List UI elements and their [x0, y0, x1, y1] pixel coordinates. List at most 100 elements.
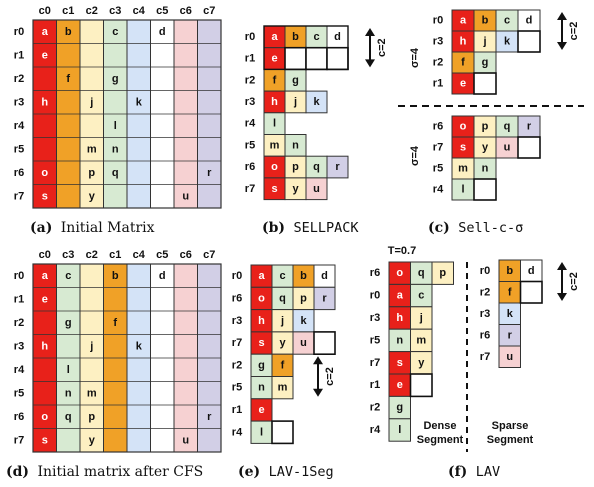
c-top-cell-g: g	[482, 57, 489, 69]
e-row-label: r3	[232, 315, 242, 327]
b-cell-g: g	[292, 74, 299, 86]
e-c2-arrow-head-down	[313, 388, 323, 397]
f-sparse-cell-b: b	[506, 265, 513, 277]
f-sparse-cell-u: u	[506, 351, 513, 363]
a-cell-h: h	[41, 96, 48, 108]
f-dense-cell-c: c	[418, 290, 424, 302]
caption-a: (a) Initial Matrix	[30, 219, 155, 236]
b-c2-arrow-label: c=2	[376, 38, 388, 57]
f-dense-cell-p: p	[439, 267, 446, 279]
b-cell-r: r	[335, 161, 340, 173]
d-cell-j: j	[89, 340, 93, 352]
b-cell-p: p	[292, 161, 299, 173]
b-cell-y: y	[292, 183, 299, 195]
b-c2-arrow-head-down	[365, 59, 375, 68]
a-row-label: r7	[14, 190, 24, 202]
e-cell-d: d	[321, 270, 328, 282]
f-sparse-cell-box-u	[498, 345, 521, 368]
f-pad-r1	[409, 373, 433, 398]
e-cell-y: y	[279, 337, 286, 349]
e-cell-n: n	[258, 382, 265, 394]
f-dense-cell-e: e	[397, 379, 403, 391]
f-dense-cell-g: g	[396, 402, 403, 414]
d-col-header: c5	[156, 249, 168, 261]
f-sparse-row-label: r0	[480, 265, 490, 277]
c-bot-cell-o: o	[460, 121, 467, 133]
c-bot-cell-m: m	[458, 163, 468, 175]
c-pad-r4	[473, 178, 497, 201]
f-c2-arrow-head-down	[557, 293, 567, 301]
a-cell-f: f	[66, 73, 70, 85]
d-cell-l: l	[67, 364, 70, 376]
c-bot-cell-r: r	[527, 121, 532, 133]
c-top-cell-d: d	[526, 15, 533, 27]
a-cell-l: l	[114, 120, 117, 132]
f-c2-arrow-head-up	[557, 262, 567, 270]
a-col-header: c5	[156, 5, 168, 17]
a-cell-k: k	[136, 96, 143, 108]
e-cell-box-m	[271, 376, 294, 400]
d-matrix-border	[32, 263, 222, 453]
f-dense-cell-j: j	[419, 312, 423, 324]
c-c2-arrow-head-up	[557, 12, 567, 20]
e-cell-box-r	[313, 286, 336, 311]
b-cell-m: m	[270, 139, 280, 151]
a-cell-c: c	[112, 26, 118, 38]
threshold-label: T=0.7	[388, 245, 416, 257]
b-pad-r1	[326, 46, 349, 71]
b-group-outline	[263, 25, 349, 71]
a-cell-b: b	[65, 26, 72, 38]
f-dense-cell-box-p	[431, 261, 454, 285]
e-c2-arrow-head-up	[313, 356, 323, 365]
e-row-label: r7	[232, 337, 242, 349]
a-row-label: r0	[14, 26, 24, 38]
b-cell-c: c	[313, 31, 319, 43]
f-dense-row-label: r1	[370, 379, 380, 391]
f-dense-cell-o: o	[396, 267, 403, 279]
f-dense-cell-box-l	[388, 418, 411, 442]
b-row-label: r5	[245, 139, 255, 151]
a-col-header: c0	[39, 5, 51, 17]
f-dense-row-label: r4	[370, 424, 381, 436]
e-row-label: r6	[232, 292, 242, 304]
b-row-label: r1	[245, 53, 255, 65]
a-row-label: r6	[14, 167, 24, 179]
e-row-label: r4	[232, 426, 243, 438]
caption-c: (c) Sell-c-σ	[428, 219, 523, 236]
c-top-cell-e: e	[460, 78, 466, 90]
e-cell-h: h	[258, 315, 265, 327]
dense-label-1: Dense	[423, 420, 456, 432]
c-pad-r1	[473, 72, 497, 95]
f-sparse-cell-d: d	[528, 265, 535, 277]
c-top-row-label: r2	[433, 57, 443, 69]
d-cell-d: d	[159, 270, 166, 282]
e-pad-r7	[313, 331, 336, 355]
d-cell-h: h	[41, 340, 48, 352]
f-sparse-cell-r: r	[508, 329, 513, 341]
a-cell-q: q	[112, 167, 119, 179]
d-cell-y: y	[89, 434, 96, 446]
e-cell-p: p	[300, 292, 307, 304]
dense-label-2: Segment	[417, 434, 464, 446]
c-top-row-label: r0	[433, 15, 443, 27]
a-col-header: c2	[86, 5, 98, 17]
e-cell-g: g	[258, 359, 265, 371]
caption-e: (e) LAV-1Seg	[238, 463, 334, 480]
c-top-cell-f: f	[461, 57, 465, 69]
sigma-label-bottom: σ=4	[409, 145, 421, 166]
b-row-label: r4	[245, 118, 256, 130]
e-cell-j: j	[280, 315, 284, 327]
d-cell-b: b	[112, 270, 119, 282]
f-dense-row-label: r2	[370, 402, 380, 414]
f-dense-cell-a: a	[397, 290, 404, 302]
c-bot-cell-s: s	[460, 142, 466, 154]
a-cell-d: d	[159, 26, 166, 38]
c-pad-r3	[517, 30, 541, 53]
c-bot-cell-y: y	[482, 142, 489, 154]
b-cell-box-r	[326, 155, 349, 179]
b-cell-u: u	[313, 183, 320, 195]
